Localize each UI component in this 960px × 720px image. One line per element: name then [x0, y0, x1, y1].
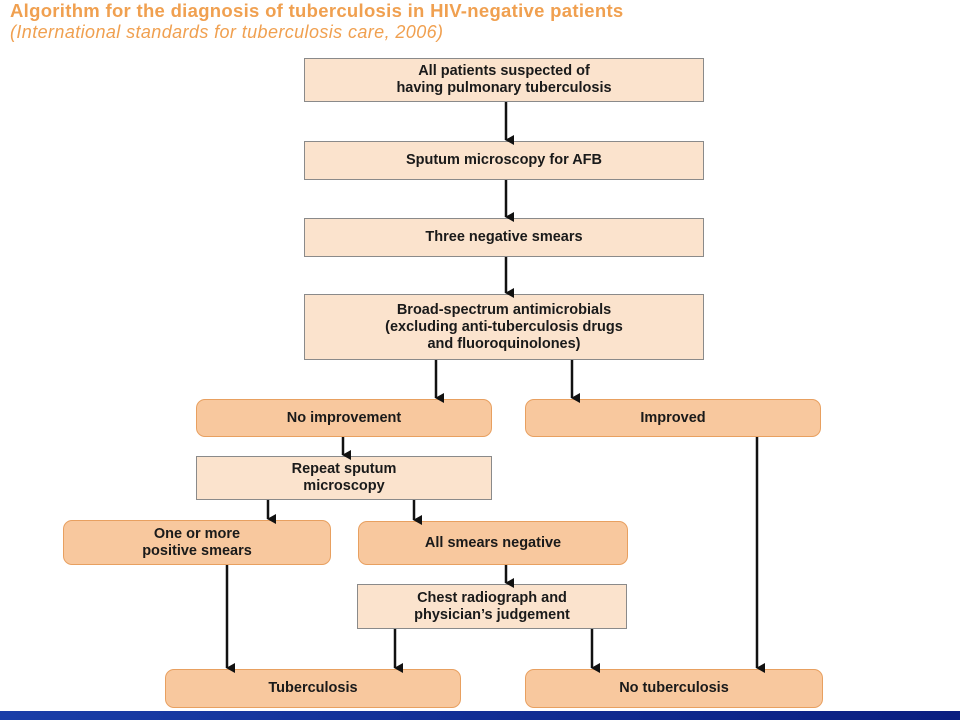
node-no-tuberculosis: No tuberculosis	[525, 669, 823, 708]
node-suspected: All patients suspected of having pulmona…	[304, 58, 704, 102]
page-title: Algorithm for the diagnosis of tuberculo…	[10, 0, 624, 21]
node-all-smears-negative: All smears negative	[358, 521, 628, 565]
node-chest-radiograph: Chest radiograph and physician’s judgeme…	[357, 584, 627, 629]
node-sputum-microscopy: Sputum microscopy for AFB	[304, 141, 704, 180]
node-three-negative-smears: Three negative smears	[304, 218, 704, 257]
node-positive-smears: One or more positive smears	[63, 520, 331, 565]
page-subtitle: (International standards for tuberculosi…	[10, 22, 444, 42]
node-tuberculosis: Tuberculosis	[165, 669, 461, 708]
node-no-improvement: No improvement	[196, 399, 492, 437]
node-improved: Improved	[525, 399, 821, 437]
node-broad-spectrum-antimicrobials: Broad-spectrum antimicrobials (excluding…	[304, 294, 704, 360]
bottom-bar	[0, 711, 960, 720]
